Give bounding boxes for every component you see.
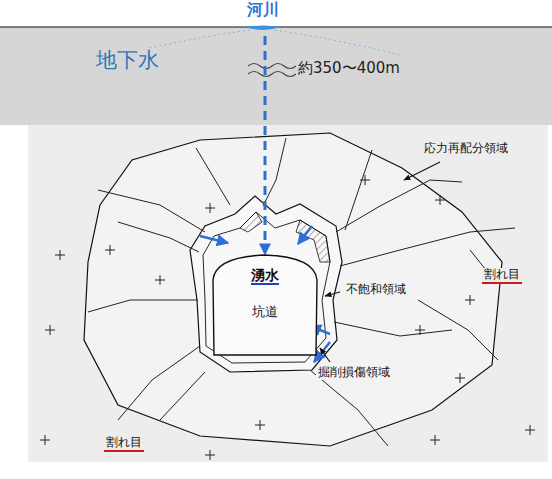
unsaturated-hatch	[240, 212, 262, 232]
seepage-lines	[120, 30, 400, 55]
groundwater-label: 地下水	[94, 48, 161, 72]
crack-lines	[88, 138, 515, 446]
tunnel-shape	[213, 255, 317, 355]
region-label: 不飽和領域	[344, 283, 408, 297]
tunnel: 湧水坑道	[212, 255, 318, 355]
crack-label: 割れ目	[482, 268, 522, 284]
rock-marks	[40, 175, 535, 460]
region-label: 応力再配分領域	[422, 142, 510, 156]
depth-dimension: 約350〜400m	[296, 60, 402, 77]
stress-redistribution-outline	[84, 133, 502, 446]
sketch-panel	[28, 125, 548, 462]
region-label: 掘削損傷領域	[316, 366, 392, 380]
river: 河川	[225, 0, 301, 34]
seepage-arrow	[264, 36, 267, 253]
ground-band	[0, 27, 552, 125]
leader-arrows	[320, 162, 440, 362]
river-shape	[245, 26, 281, 31]
unsaturated-hatch	[296, 220, 330, 262]
tunnel-text: 湧水	[251, 267, 279, 285]
crack-label: 割れ目	[104, 436, 144, 452]
break-symbol	[248, 64, 296, 77]
tunnel-text: 坑道	[252, 305, 278, 320]
river-text: 河川	[247, 1, 279, 19]
